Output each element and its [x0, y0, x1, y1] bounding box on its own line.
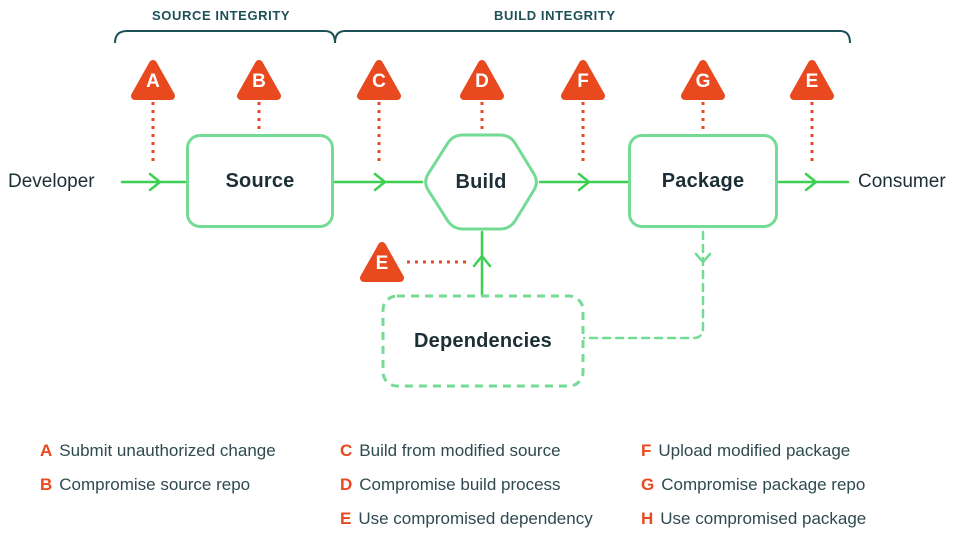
- build-hexagon: [424, 133, 538, 231]
- legend-description: Compromise build process: [359, 475, 561, 494]
- legend-column-build: C Build from modified source D Compromise …: [340, 441, 593, 538]
- legend-column-source: A Submit unauthorized change B Compromise …: [40, 441, 276, 509]
- arrowhead-down: [694, 252, 712, 264]
- integrity-brackets: [114, 30, 851, 44]
- legend-key: E: [340, 509, 352, 528]
- package-node-label: Package: [661, 169, 745, 192]
- legend-description: Compromise source repo: [59, 475, 251, 494]
- consumer-label: Consumer: [858, 171, 946, 192]
- legend-item-b: B Compromise source repo: [40, 475, 276, 496]
- source-node: Source: [186, 134, 334, 228]
- triangle-warning-icon: [131, 60, 175, 100]
- legend-column-package: F Upload modified package G Compromise pac…: [641, 441, 866, 538]
- triangle-warning-icon: [360, 242, 404, 282]
- legend-description: Upload modified package: [658, 441, 851, 460]
- threat-dotted-lines: [151, 102, 814, 264]
- legend-item-a: A Submit unauthorized change: [40, 441, 276, 462]
- dependencies-box-outline: [381, 294, 585, 388]
- badge-letter: D: [475, 71, 489, 92]
- dependencies-node-label: Dependencies: [413, 329, 552, 352]
- threat-badge-h: E: [789, 58, 835, 102]
- threat-badge-e: E: [359, 240, 405, 284]
- arrowhead: [804, 172, 818, 192]
- threat-badge-b: B: [236, 58, 282, 102]
- legend-item-g: G Compromise package repo: [641, 475, 866, 496]
- legend-item-d: D Compromise build process: [340, 475, 593, 496]
- arrowhead: [577, 172, 591, 192]
- arrowhead: [148, 172, 162, 192]
- package-node: Package: [628, 134, 778, 228]
- legend-key: C: [340, 441, 353, 460]
- threat-badge-a: A: [130, 58, 176, 102]
- triangle-warning-icon: [790, 60, 834, 100]
- legend-key: B: [40, 475, 53, 494]
- build-node-label: Build: [455, 170, 507, 193]
- badge-letter: F: [577, 71, 589, 92]
- dependencies-node: Dependencies: [383, 296, 583, 386]
- triangle-warning-icon: [357, 60, 401, 100]
- badge-letter: C: [372, 71, 386, 92]
- threat-badge-f: F: [560, 58, 606, 102]
- legend-key: F: [641, 441, 652, 460]
- triangle-warning-icon: [460, 60, 504, 100]
- source-integrity-bracket: [114, 30, 336, 44]
- build-integrity-label: BUILD INTEGRITY: [494, 8, 616, 23]
- threat-badge-d: D: [459, 58, 505, 102]
- build-integrity-bracket: [334, 30, 851, 44]
- legend-description: Use compromised dependency: [358, 509, 593, 528]
- source-integrity-label: SOURCE INTEGRITY: [152, 8, 291, 23]
- arrowhead: [373, 172, 387, 192]
- badge-letter: E: [375, 253, 389, 274]
- legend-key: A: [40, 441, 53, 460]
- legend-item-c: C Build from modified source: [340, 441, 593, 462]
- threat-badge-c: C: [356, 58, 402, 102]
- threat-badge-g: G: [680, 58, 726, 102]
- diagram-lines: [114, 30, 851, 388]
- arrowhead: [472, 254, 492, 268]
- legend-item-h: H Use compromised package: [641, 509, 866, 530]
- legend-description: Build from modified source: [359, 441, 561, 460]
- developer-label: Developer: [8, 171, 95, 192]
- legend-key: G: [641, 475, 655, 494]
- legend-item-f: F Upload modified package: [641, 441, 866, 462]
- legend-key: D: [340, 475, 353, 494]
- build-node: Build: [423, 135, 539, 229]
- badge-letter: E: [805, 71, 819, 92]
- legend-key: H: [641, 509, 654, 528]
- legend-item-e: E Use compromised dependency: [340, 509, 593, 530]
- source-node-label: Source: [225, 169, 295, 192]
- triangle-warning-icon: [681, 60, 725, 100]
- badge-letter: A: [146, 71, 160, 92]
- triangle-warning-icon: [561, 60, 605, 100]
- badge-letter: G: [695, 71, 711, 92]
- flow-arrows: [120, 172, 850, 297]
- package-to-dependencies-dashed: [582, 230, 712, 340]
- triangle-warning-icon: [237, 60, 281, 100]
- badge-letter: B: [252, 71, 266, 92]
- legend-description: Use compromised package: [660, 509, 867, 528]
- legend-description: Submit unauthorized change: [59, 441, 276, 460]
- legend-description: Compromise package repo: [661, 475, 866, 494]
